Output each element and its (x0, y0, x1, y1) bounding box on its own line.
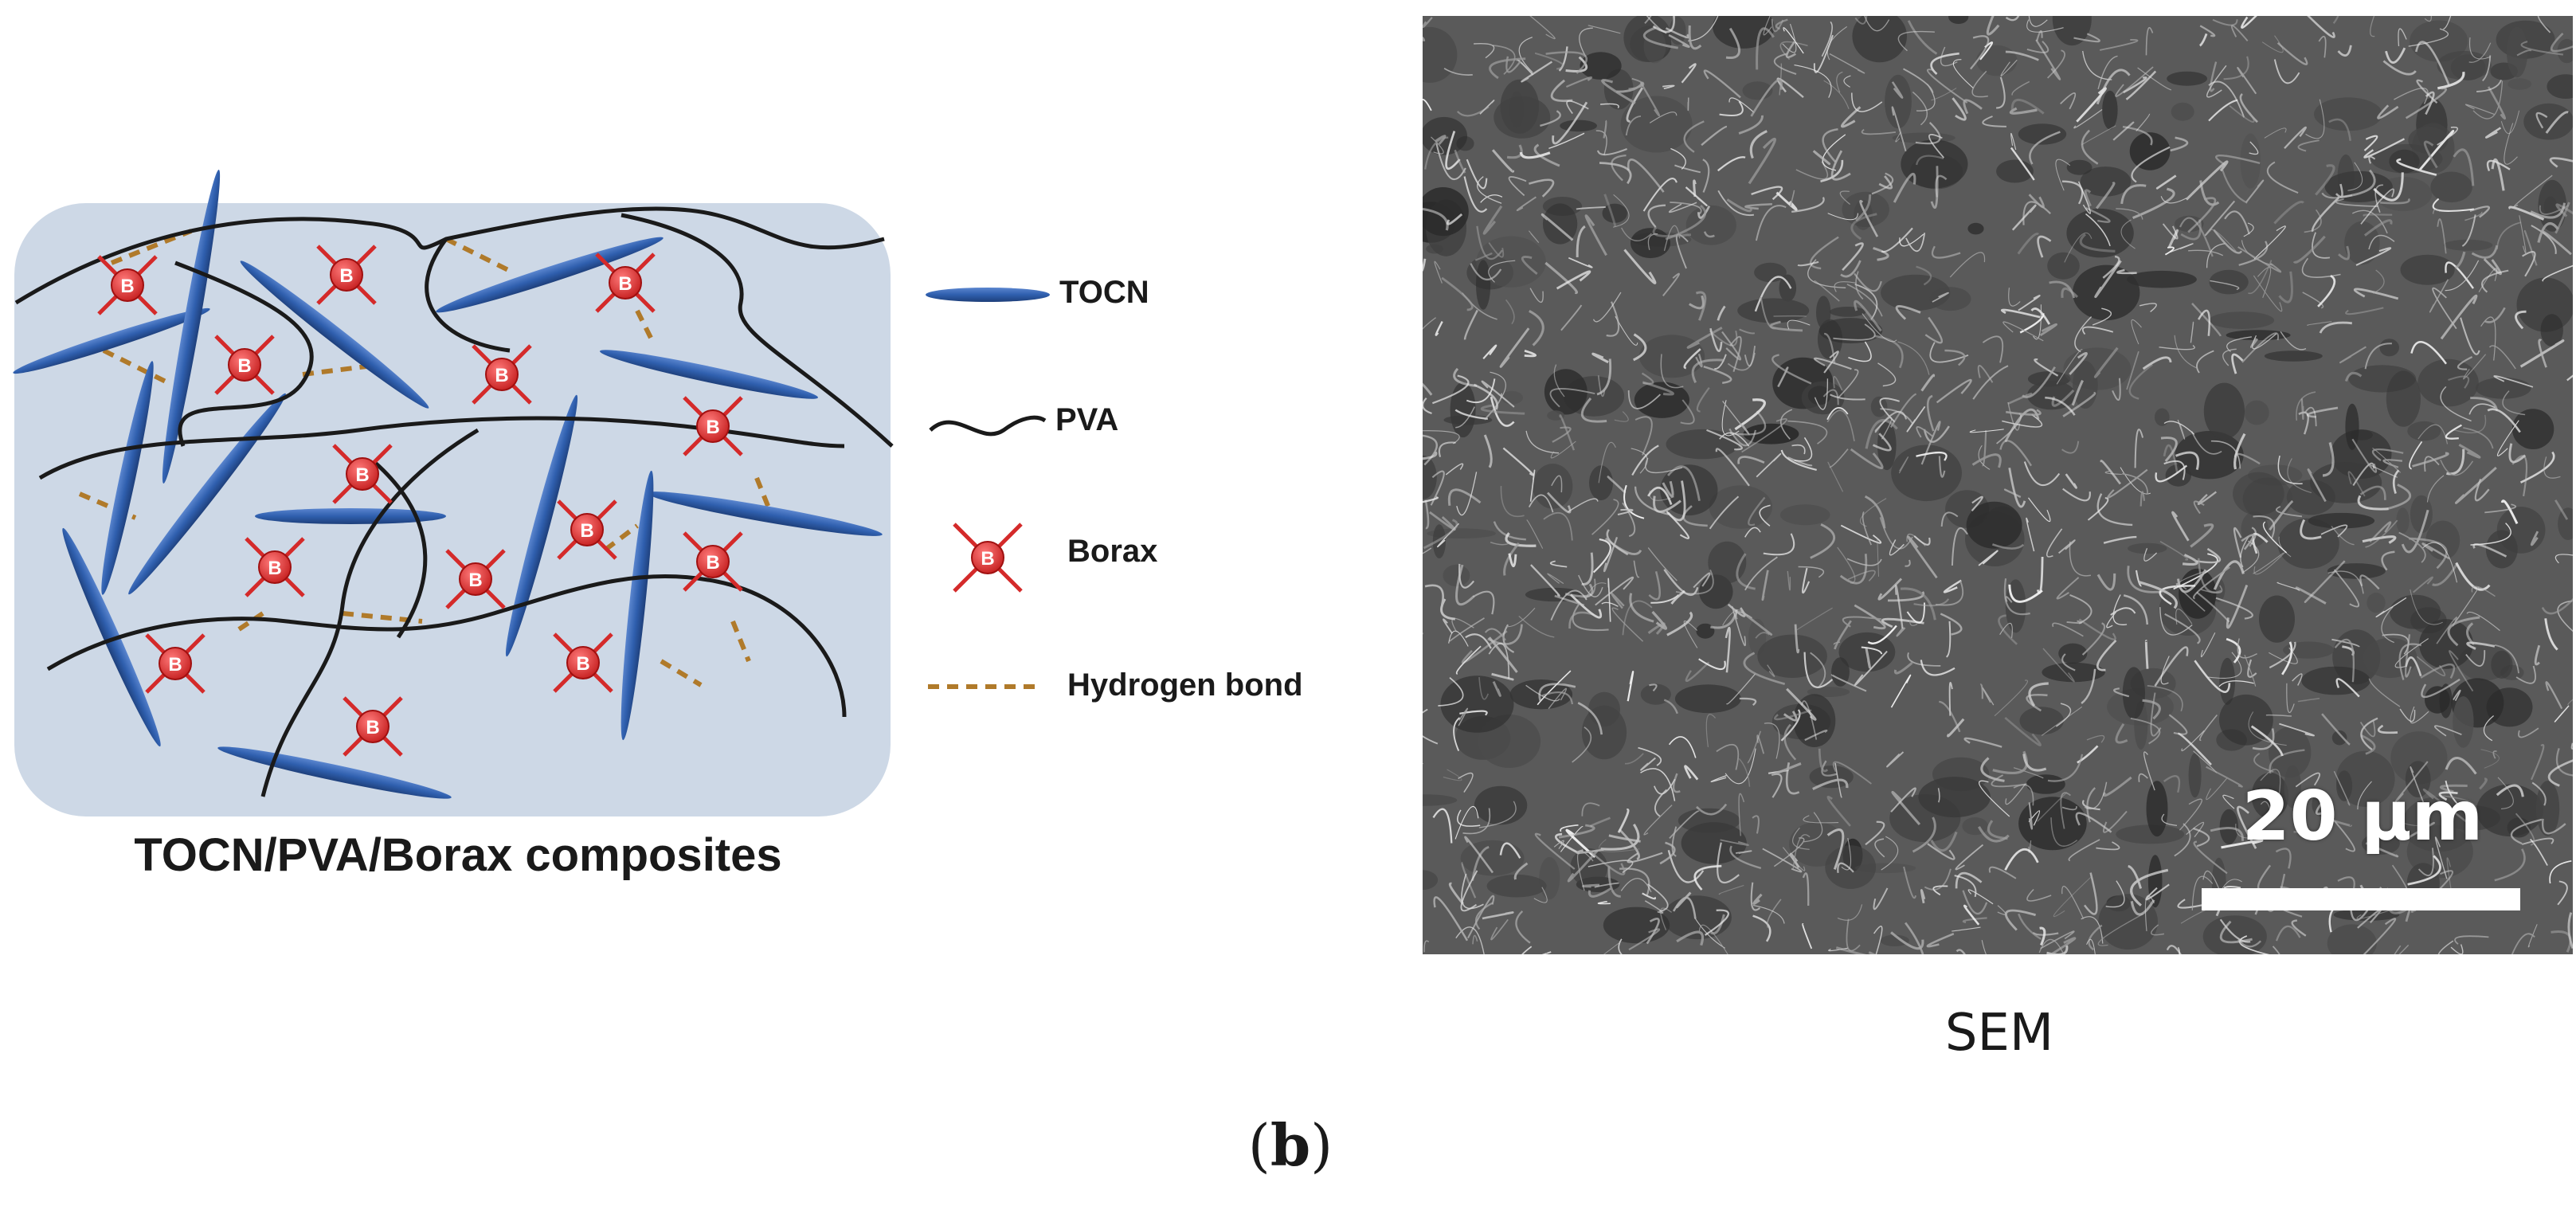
borax-crosslink: B (343, 696, 403, 757)
borax-symbol: B (237, 355, 251, 377)
legend-label-tocn: TOCN (1059, 275, 1149, 310)
tocn-rod-icon (926, 288, 1050, 302)
legend-label-borax: Borax (1067, 534, 1158, 569)
tocn-rod (505, 394, 578, 657)
pva-chain (38, 416, 845, 480)
borax-symbol: B (580, 520, 593, 542)
panel-label-letter: b (1270, 1111, 1311, 1179)
borax-symbol: B (706, 552, 719, 574)
panel-label: (b) (1195, 1111, 1386, 1179)
borax-symbol: B (339, 265, 353, 287)
borax-crosslink-icon: B (953, 523, 1023, 593)
hydrogen-bond (102, 348, 169, 385)
pva-chain (621, 213, 894, 448)
tocn-rod (13, 307, 210, 374)
borax-crosslink: B (472, 344, 532, 405)
pva-chain-icon (929, 415, 1047, 437)
panel-label-open: ( (1247, 1112, 1270, 1179)
hydrogen-bond (730, 620, 751, 663)
hydrogen-bond (635, 309, 656, 344)
borax-crosslink: B (445, 549, 506, 609)
hydrogen-bond (604, 523, 639, 552)
sem-micrograph: 20 μm (1423, 16, 2573, 954)
sem-fibrous-texture (1423, 16, 2573, 954)
borax-symbol: B (618, 273, 632, 295)
tocn-rod (436, 237, 664, 313)
tocn-rod (240, 260, 429, 409)
borax-symbol: B (366, 717, 379, 738)
tocn-rod (162, 170, 221, 484)
borax-crosslink: B (214, 335, 275, 395)
tocn-rod (621, 470, 654, 741)
pva-chain (174, 260, 314, 447)
sem-caption: SEM (1944, 1004, 2054, 1063)
borax-crosslinks: B B B B B (97, 245, 743, 757)
tocn-rod (255, 508, 446, 524)
borax-symbol: B (981, 548, 994, 570)
pva-chain (260, 428, 480, 797)
schematic-caption: TOCN/PVA/Borax composites (134, 829, 782, 881)
panel-label-close: ) (1310, 1112, 1333, 1179)
borax-crosslink: B (332, 444, 393, 504)
legend-icons: B (926, 288, 1050, 689)
legend-label-hydrogen-bond: Hydrogen bond (1067, 668, 1303, 703)
tocn-rod (647, 491, 883, 536)
hydrogen-bond (110, 229, 193, 265)
borax-crosslink: B (553, 632, 613, 693)
hydrogen-bond (78, 491, 137, 520)
pva-chain (425, 237, 511, 353)
pva-chain (14, 206, 885, 305)
hydrogen-bond (660, 659, 703, 687)
legend-label-pva: PVA (1055, 402, 1119, 437)
hydrogen-bond (444, 237, 511, 273)
hydrogen-bond (237, 611, 264, 632)
borax-crosslink: B (316, 245, 377, 305)
pva-chain (373, 460, 428, 639)
tocn-rods (13, 170, 883, 799)
pva-chains (14, 206, 894, 797)
borax-crosslink: B (595, 253, 656, 313)
borax-crosslink: B (557, 499, 617, 560)
composite-network-schematic: B B B B B (13, 170, 1050, 816)
tocn-rod (101, 361, 154, 595)
borax-symbol: B (495, 365, 508, 386)
hydrogen-bond (754, 476, 775, 519)
hydrogen-bond (302, 364, 367, 377)
borax-symbol: B (268, 558, 281, 579)
borax-symbol: B (120, 276, 134, 297)
scale-bar (2202, 888, 2520, 910)
scale-bar-label: 20 μm (2241, 777, 2484, 856)
borax-symbol: B (468, 570, 482, 591)
borax-symbol: B (168, 654, 182, 675)
borax-crosslink: B (683, 531, 743, 592)
borax-crosslink: B (683, 396, 743, 456)
borax-crosslink: B (145, 633, 206, 694)
tocn-rod (62, 527, 161, 747)
borax-symbol: B (355, 464, 369, 486)
borax-symbol: B (706, 417, 719, 438)
tocn-rod (600, 350, 818, 399)
tocn-rod (128, 393, 286, 595)
borax-crosslink: B (97, 255, 158, 315)
borax-crosslink: B (245, 537, 305, 597)
borax-symbol: B (576, 653, 589, 675)
pva-chain (46, 574, 847, 718)
